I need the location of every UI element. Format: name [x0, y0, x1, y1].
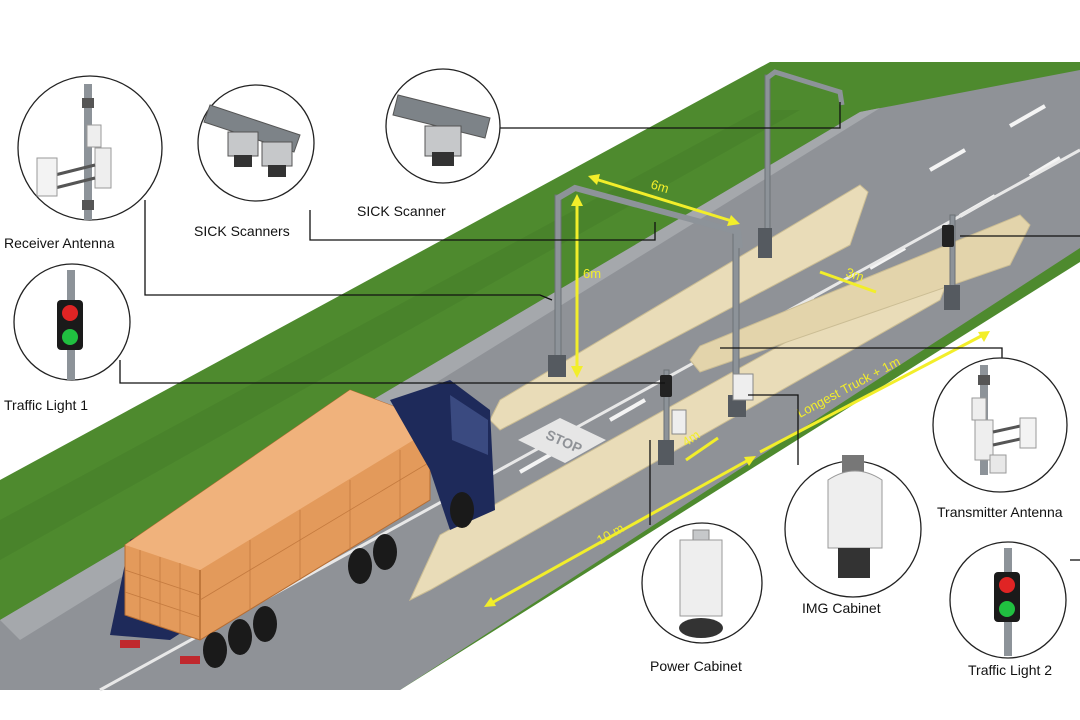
sick-scanners-label: SICK Scanners: [194, 223, 290, 239]
leader-lines: [119, 102, 1080, 561]
traffic-light-1-red: [62, 305, 78, 321]
img-cabinet-callout: [784, 455, 922, 598]
barrier-median: [689, 214, 1031, 373]
truck: [110, 380, 495, 668]
traffic-light-pole-1: [658, 369, 674, 465]
power-cabinet-unit: [671, 409, 687, 435]
grass-shade: [0, 110, 800, 560]
power-cabinet-callout: [641, 522, 763, 644]
traffic-light-pole-2: [942, 214, 960, 310]
gantry-width-label: 6m: [649, 177, 671, 197]
barrier-right: [489, 184, 869, 431]
traffic-light-1-green: [62, 329, 78, 345]
traffic-light-2-red: [999, 577, 1015, 593]
gantry-back: [758, 69, 845, 258]
img-cabinet-label: IMG Cabinet: [802, 600, 881, 616]
power-cabinet-label: Power Cabinet: [650, 658, 742, 674]
gantry-height-label: 6m: [583, 266, 601, 281]
receiver-antenna-callout: [17, 75, 163, 221]
gantry-front: [548, 184, 746, 417]
traffic-light-1-callout: [13, 263, 131, 381]
img-cabinet-unit: [732, 373, 754, 401]
lane-width-label: 3m: [844, 265, 866, 285]
sick-scanner-label: SICK Scanner: [357, 203, 446, 219]
traffic-light-1-label: Traffic Light 1: [4, 397, 88, 413]
traffic-light-2-green: [999, 601, 1015, 617]
traffic-light-2-label: Traffic Light 2: [968, 662, 1052, 678]
sick-scanners-callout: [197, 84, 315, 202]
sick-scanner-callout: [385, 68, 501, 184]
transmitter-antenna-label: Transmitter Antenna: [937, 504, 1063, 520]
stop-box: [518, 418, 606, 463]
transmitter-antenna-callout: [932, 357, 1068, 493]
traffic-light-2-callout: [949, 541, 1067, 659]
receiver-antenna-label: Receiver Antenna: [4, 235, 115, 251]
